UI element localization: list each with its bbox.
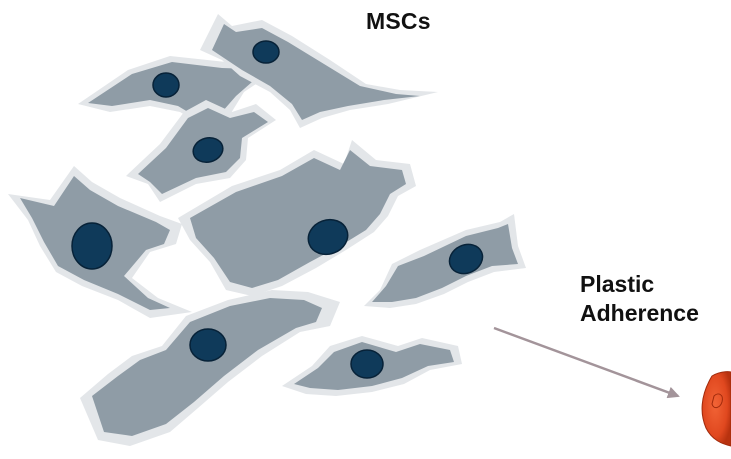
label-line-2: Adherence bbox=[580, 299, 699, 328]
plastic-surface bbox=[702, 372, 731, 446]
plastic-adherence-label: Plastic Adherence bbox=[580, 270, 699, 328]
nucleus bbox=[72, 223, 112, 269]
nucleus bbox=[351, 350, 383, 378]
nucleus bbox=[253, 41, 279, 63]
arrow-icon bbox=[494, 328, 678, 396]
diagram-title: MSCs bbox=[366, 8, 431, 35]
msc-cell bbox=[282, 336, 462, 396]
label-line-1: Plastic bbox=[580, 270, 699, 299]
nucleus bbox=[190, 329, 226, 361]
msc-cell bbox=[364, 214, 526, 308]
nucleus bbox=[153, 73, 179, 97]
msc-cell bbox=[80, 290, 340, 446]
